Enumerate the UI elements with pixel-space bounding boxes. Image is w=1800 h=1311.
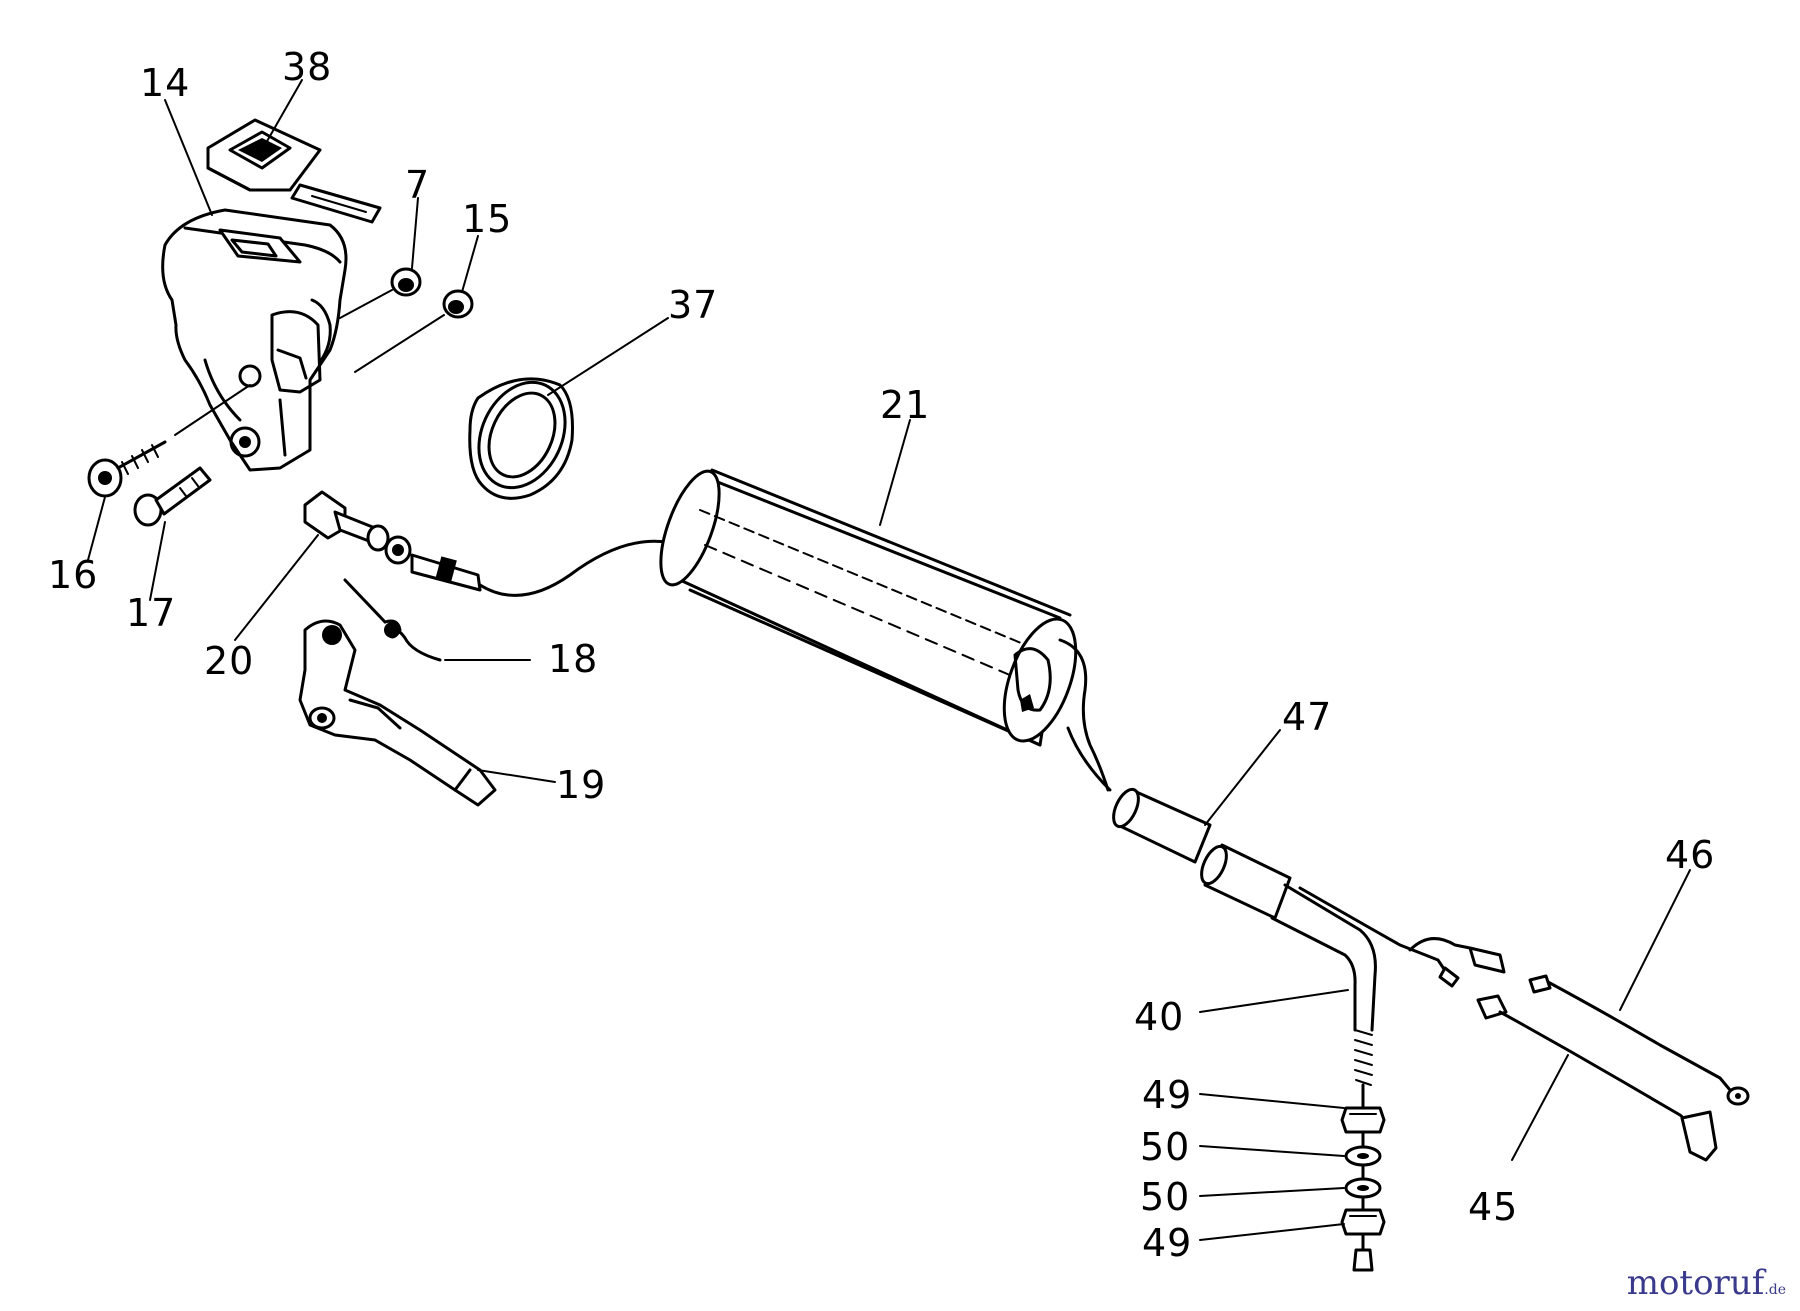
callout-37: 37 — [668, 283, 718, 327]
callout-40: 40 — [1134, 995, 1184, 1039]
part-20-pin — [303, 490, 682, 597]
part-37-collar — [468, 377, 574, 500]
part-45-wire — [1476, 994, 1718, 1162]
watermark-logo: motoruf.de — [1627, 1263, 1786, 1303]
callout-19: 19 — [556, 763, 606, 807]
callout-7: 7 — [405, 163, 430, 207]
callout-14: 14 — [140, 61, 190, 105]
callout-15: 15 — [462, 197, 512, 241]
part-21-grip — [659, 468, 1110, 792]
part-49-nut-lower — [1340, 1208, 1386, 1272]
part-7-nut — [339, 267, 422, 319]
callout-49-upper: 49 — [1142, 1073, 1192, 1117]
callout-50-lower: 50 — [1140, 1175, 1190, 1219]
part-19-lever — [298, 619, 497, 807]
callout-21: 21 — [880, 383, 930, 427]
callout-38: 38 — [282, 45, 332, 89]
part-18-spring — [343, 578, 442, 662]
watermark-tld: .de — [1764, 1282, 1786, 1298]
callout-45: 45 — [1468, 1185, 1518, 1229]
callout-50-upper: 50 — [1140, 1125, 1190, 1169]
part-14-housing — [161, 208, 348, 472]
part-15-nut — [354, 289, 474, 373]
callout-17: 17 — [126, 591, 176, 635]
callout-46: 46 — [1665, 833, 1715, 877]
part-47-sleeves — [1066, 726, 1292, 920]
callout-16: 16 — [48, 553, 98, 597]
part-50-washer-lower — [1344, 1177, 1382, 1199]
watermark-brand: motoruf — [1626, 1263, 1765, 1303]
callout-18: 18 — [548, 637, 598, 681]
callout-numbers: 14 38 7 15 37 21 16 17 20 18 19 47 46 40… — [48, 45, 1715, 1265]
leader-lines — [87, 79, 1691, 1241]
callout-47: 47 — [1282, 695, 1332, 739]
callout-49-lower: 49 — [1142, 1221, 1192, 1265]
part-40-cable — [1270, 883, 1506, 1270]
part-49-nut-upper — [1340, 1106, 1386, 1134]
part-50-washer-upper — [1344, 1145, 1382, 1167]
part-17-screw — [133, 466, 212, 527]
callout-20: 20 — [204, 639, 254, 683]
part-16-screw — [87, 384, 251, 498]
part-38-switch — [206, 118, 382, 224]
part-46-wire — [1528, 974, 1750, 1106]
